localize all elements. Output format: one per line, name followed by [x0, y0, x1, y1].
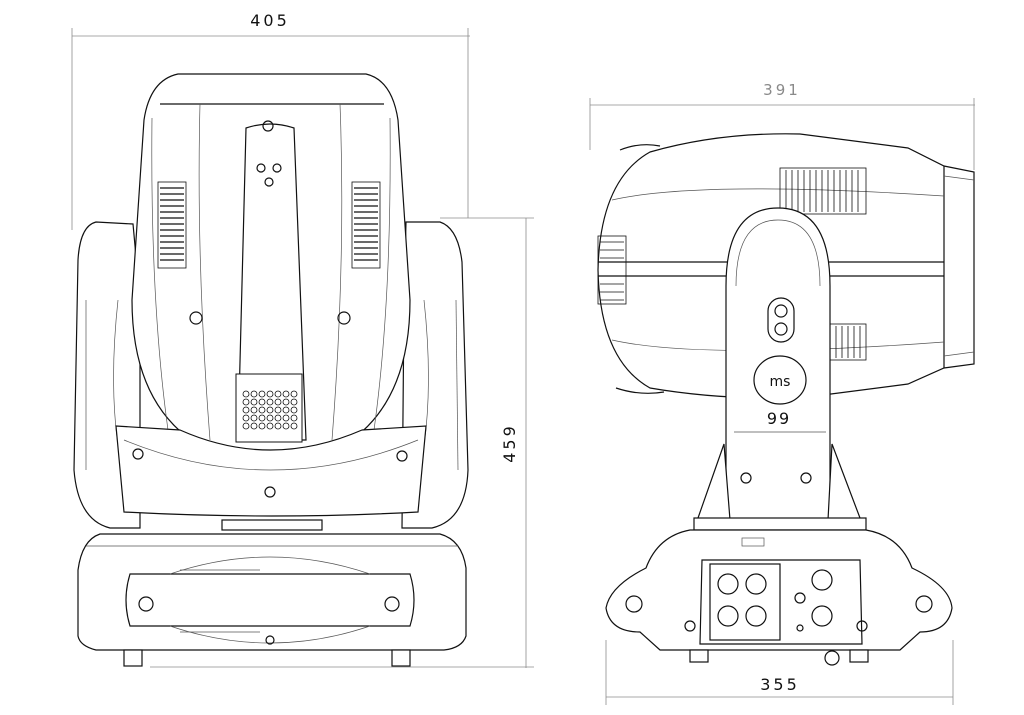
front-base — [77, 533, 467, 651]
power-connector-out — [811, 605, 833, 627]
side-vent-front — [597, 235, 627, 305]
front-view — [73, 73, 469, 667]
front-vent-left — [157, 181, 187, 269]
side-base — [605, 529, 953, 651]
power-connector-in — [811, 569, 833, 591]
xlr-connector-1 — [717, 573, 739, 595]
dimension-side-depth: 391 — [763, 81, 801, 99]
xlr-connector-2 — [745, 573, 767, 595]
side-view: ms 99 — [597, 133, 975, 666]
side-connector-panel — [709, 563, 781, 641]
front-grille — [235, 373, 303, 443]
side-yoke-arm — [725, 207, 831, 521]
xlr-connector-3 — [717, 605, 739, 627]
front-vent-right — [351, 181, 381, 269]
dimension-lines — [71, 28, 975, 705]
side-vent-top — [779, 167, 867, 215]
dimension-base-width: 355 — [760, 675, 800, 694]
xlr-connector-4 — [745, 605, 767, 627]
dimension-height: 459 — [500, 423, 519, 463]
model-number: 99 — [767, 409, 791, 428]
logo-badge — [753, 355, 807, 405]
dimension-front-width: 405 — [250, 11, 290, 30]
logo-text: ms — [770, 374, 791, 390]
